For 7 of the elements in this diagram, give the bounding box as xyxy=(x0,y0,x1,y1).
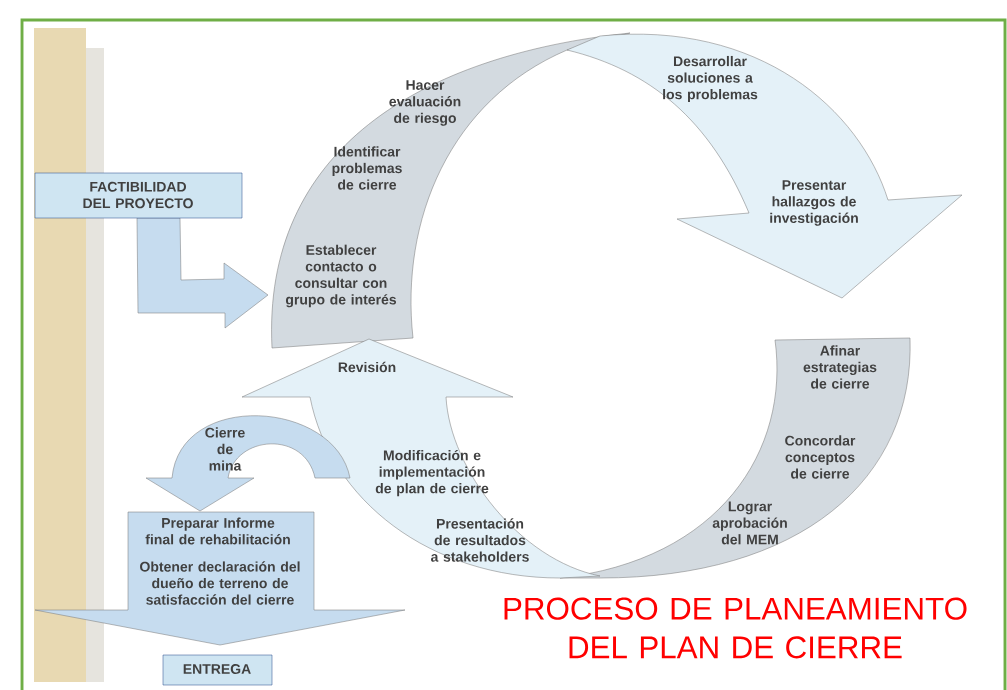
title: PROCESO DE PLANEAMIENTO DEL PLAN DE CIERRE xyxy=(504,597,967,659)
process-box: FACTIBILIDAD DEL PROYECTO xyxy=(34,172,243,219)
curved-band: Hacer evaluación de riesgo Identificar problemas de cierre Establecer contacto o consultar con grupo de interés xyxy=(271,32,631,349)
process-band: Desarrollar soluciones a los problemas Presentar hallazgos de investigación xyxy=(566,33,963,299)
block-arrow xyxy=(136,217,269,329)
process-box: ENTREGA xyxy=(162,654,273,686)
curved-band: Afinar estrategias de cierre Concordar conceptos de cierre Lograr aprobación del MEM xyxy=(559,337,911,579)
